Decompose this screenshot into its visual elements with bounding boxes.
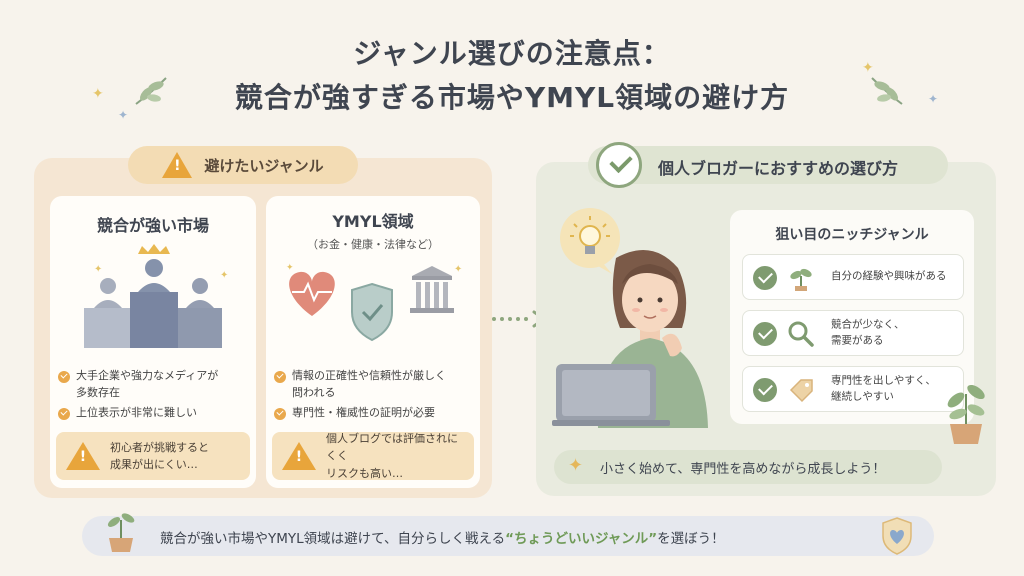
potted-plant-icon [107, 513, 135, 552]
niche-item-experience: 自分の経験や興味がある [742, 254, 964, 300]
avoid-genres-header: ! 避けたいジャンル [128, 146, 358, 184]
bullet-item: 上位表示が非常に難しい [58, 405, 252, 422]
bullet-text: 情報の正確性や信頼性が厳しく [292, 369, 446, 382]
warning-text: 初心者が挑戦すると [110, 440, 209, 454]
svg-text:✦: ✦ [94, 264, 102, 275]
niche-item-text: 競合が少なく、 [831, 318, 905, 331]
check-icon [753, 322, 777, 346]
competitive-market-card: 競合が強い市場 ✦ ✦ 大手企業や強力なメディアが多数存在 上位表示が非常に難し… [50, 196, 256, 488]
ymyl-card: YMYL領域 （お金・健康・法律など） ✦ ✦ 情報の正確性や信頼性が厳しく問わ… [266, 196, 480, 488]
avoid-genres-label: 避けたいジャンル [204, 156, 324, 175]
check-icon [274, 371, 286, 383]
sparkle-icon: ✦ [928, 92, 939, 106]
niche-item-text: 自分の経験や興味がある [831, 270, 947, 283]
magnifier-icon [788, 321, 814, 347]
sprout-icon [790, 268, 812, 291]
leaf-left-icon [135, 77, 167, 105]
niche-item-text: 継続しやすい [831, 390, 894, 402]
summary-banner: 競合が強い市場やYMYL領域は避けて、自分らしく戦える“ちょうどいいジャンル”を… [82, 513, 934, 556]
warning-text: リスクも高い… [326, 466, 403, 480]
recommendation-label: 個人ブロガーにおすすめの選び方 [658, 159, 899, 178]
warning-box: ! 初心者が挑戦すると成果が出にくい… [56, 432, 250, 480]
sparkle-icon: ✦ [862, 60, 874, 76]
niche-item-expertise: 専門性を出しやすく、継続しやすい [742, 366, 964, 412]
check-icon [753, 266, 777, 290]
card-subtitle: （お金・健康・法律など） [307, 238, 439, 251]
card-title: 競合が強い市場 [96, 216, 209, 235]
bullet-item: 大手企業や強力なメディアが多数存在 [58, 368, 252, 401]
competitors-podium-icon: ✦ ✦ [84, 244, 228, 348]
recommendation-header: 個人ブロガーにおすすめの選び方 [588, 146, 948, 184]
svg-text:✦: ✦ [454, 264, 462, 275]
check-icon [58, 408, 70, 420]
page-title-line1: ジャンル選びの注意点： [353, 37, 671, 70]
bullet-text: 問われる [292, 385, 336, 399]
blogger-illustration [552, 250, 708, 428]
growth-message-text: 小さく始めて、専門性を高めながら成長しよう！ [600, 462, 886, 477]
lightbulb-icon [560, 208, 620, 274]
niche-item-text: 専門性を出しやすく、 [831, 374, 936, 387]
page-title-line2: 競合が強すぎる市場やYMYL領域の避け方 [234, 81, 790, 114]
bullet-text: 専門性・権威性の証明が必要 [292, 406, 435, 419]
niche-item-text: 需要がある [831, 334, 884, 346]
warning-box: ! 個人ブログでは評価されにくくリスクも高い… [272, 432, 474, 480]
bullet-text: 多数存在 [76, 385, 120, 399]
bullet-text: 上位表示が非常に難しい [76, 406, 197, 419]
heart-shield-bank-icon: ✦ ✦ [286, 263, 462, 342]
summary-text-part: 競合が強い市場やYMYL領域は避けて、自分らしく戦える [160, 531, 506, 547]
svg-text:✦: ✦ [286, 263, 294, 273]
check-circle-icon [596, 142, 642, 188]
check-icon [753, 378, 777, 402]
card-title: YMYL領域 [332, 212, 414, 231]
bullet-text: 大手企業や強力なメディアが [76, 369, 219, 382]
bullet-item: 専門性・権威性の証明が必要 [274, 405, 474, 422]
tag-icon [789, 379, 813, 403]
sparkle-icon: ✦ [118, 108, 129, 122]
summary-text: 競合が強い市場やYMYL領域は避けて、自分らしく戦える“ちょうどいいジャンル”を… [160, 527, 725, 547]
warning-text: 成果が出にくい… [110, 458, 198, 471]
warning-icon: ! [282, 442, 316, 470]
check-icon [274, 408, 286, 420]
summary-highlight: “ちょうどいいジャンル” [505, 531, 658, 547]
potted-plant-icon [947, 384, 985, 444]
sparkle-icon: ✦ [92, 86, 104, 102]
warning-icon: ! [162, 152, 193, 178]
summary-text-part: を選ぼう！ [657, 531, 725, 547]
bullet-item: 情報の正確性や信頼性が厳しく問われる [274, 368, 474, 401]
warning-text: 個人ブログでは評価されにくく [326, 432, 458, 463]
warning-icon: ! [66, 442, 100, 470]
niche-genre-title: 狙い目のニッチジャンル [775, 227, 929, 243]
heart-shield-icon [882, 517, 912, 555]
growth-message: ✦ 小さく始めて、専門性を高めながら成長しよう！ [554, 450, 942, 484]
check-icon [58, 371, 70, 383]
sparkle-icon: ✦ [568, 455, 584, 476]
leaf-right-icon [871, 77, 903, 105]
niche-item-low-competition: 競合が少なく、需要がある [742, 310, 964, 356]
svg-text:✦: ✦ [220, 270, 228, 281]
